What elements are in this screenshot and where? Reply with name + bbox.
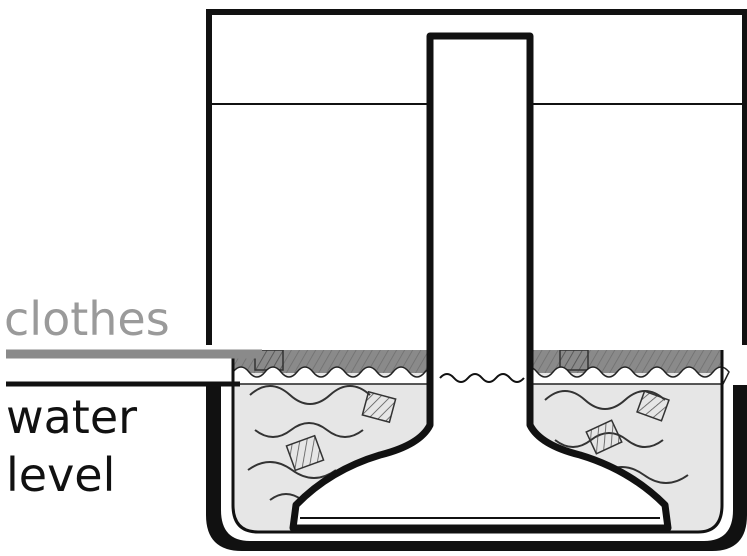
clothes-label: clothes [4, 296, 170, 342]
water-label: water [6, 394, 137, 440]
level-label: level [6, 452, 115, 498]
